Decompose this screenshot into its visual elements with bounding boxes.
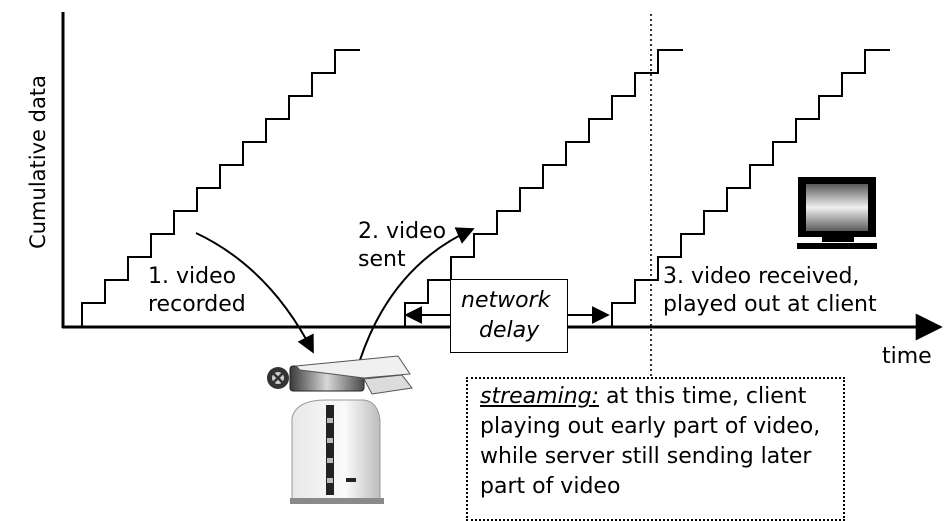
server-to-network-arrow	[359, 227, 475, 361]
streaming-note-line1: streaming: at this time, client	[480, 383, 806, 410]
camera-icon	[267, 355, 413, 395]
step3-label-line1: 3. video received,	[663, 264, 860, 289]
staircase-received	[611, 49, 890, 326]
streaming-note-box	[466, 377, 845, 521]
monitor-icon	[797, 177, 877, 249]
step2-label-line2: sent	[358, 247, 406, 272]
step1-label-line1: 1. video	[148, 264, 237, 289]
step1-label-line2: recorded	[148, 292, 246, 317]
server-icon	[290, 399, 384, 504]
network-delay-box	[450, 279, 568, 353]
streaming-note-line4: part of video	[480, 474, 621, 499]
staircase-recorded	[81, 49, 360, 326]
streaming-note-line3: while server still sending later	[480, 444, 812, 469]
plot-area	[61, 12, 943, 504]
streaming-text-1: at this time, client	[599, 384, 807, 409]
streaming-note-line2: playing out early part of video,	[480, 414, 821, 439]
network-delay-line2: delay	[479, 318, 540, 343]
streaming-term: streaming:	[480, 384, 600, 409]
network-delay-line1: network	[461, 288, 551, 313]
recorded-to-server-arrow	[195, 232, 314, 354]
step3-label-line2: played out at client	[663, 292, 877, 317]
streaming-diagram: Cumulative data time 1. video recorded 2…	[26, 12, 943, 521]
x-axis-label: time	[882, 344, 932, 369]
step2-label-line1: 2. video	[358, 219, 447, 244]
y-axis-label: Cumulative data	[26, 75, 50, 249]
